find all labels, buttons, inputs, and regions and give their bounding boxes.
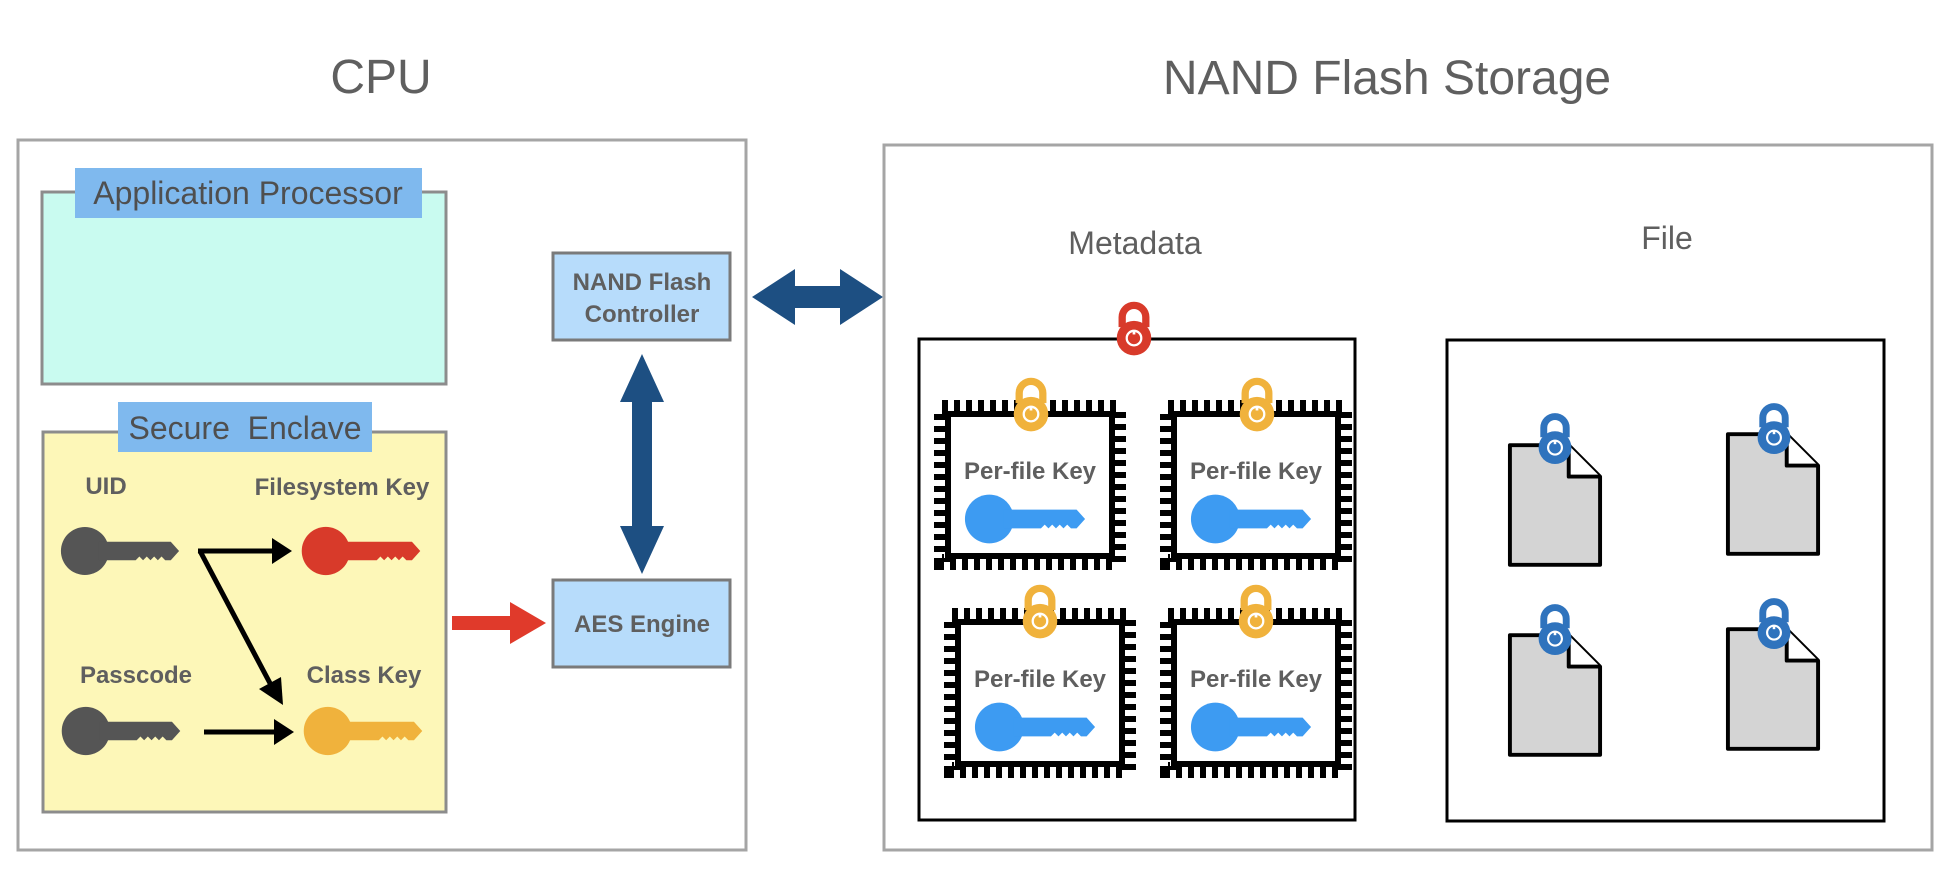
uid-to-filesystem-arrowhead (272, 538, 292, 564)
per-file-key-stamp: Per-file Key (1160, 381, 1352, 570)
aes-engine-label: AES Engine (574, 611, 710, 638)
per-file-key-label: Per-file Key (974, 666, 1107, 693)
controller-aes-arrow (620, 354, 664, 574)
application-processor-label: Application Processor (93, 175, 403, 211)
uid-label: UID (85, 473, 126, 500)
storage-title: NAND Flash Storage (1163, 52, 1611, 105)
per-file-key-stamp: Per-file Key (944, 588, 1136, 778)
passcode-label: Passcode (80, 662, 192, 689)
derivation-arrows (197, 538, 294, 745)
cpu-title: CPU (330, 51, 431, 104)
stamp-frame (944, 608, 1136, 778)
passcode-to-class-arrowhead (274, 719, 294, 745)
nand-flash-controller-label-line1: NAND Flash (573, 269, 712, 296)
nand-flash-controller-box (551, 251, 732, 342)
uid-to-class-arrow (197, 549, 275, 689)
filesystem-key-label: Filesystem Key (255, 474, 430, 501)
per-file-key-label: Per-file Key (1190, 458, 1323, 485)
cpu-storage-arrow (752, 269, 883, 325)
metadata-label: Metadata (1068, 225, 1202, 261)
class-key-label: Class Key (307, 662, 422, 689)
application-processor-label-bg (75, 168, 422, 218)
uid-to-class-arrowhead (259, 677, 283, 705)
application-processor-box (40, 190, 448, 386)
per-file-key-stamp: Per-file Key (1160, 588, 1352, 778)
per-file-key-stamp: Per-file Key (934, 381, 1126, 570)
per-file-key-label: Per-file Key (964, 458, 1097, 485)
per-file-key-label: Per-file Key (1190, 666, 1323, 693)
aes-engine-box (551, 578, 732, 669)
secure-enclave-label: Secure Enclave (128, 410, 361, 446)
enclave-to-aes-arrow (452, 602, 546, 644)
stamp-frame (1160, 608, 1352, 778)
secure-enclave-label-bg (118, 402, 372, 452)
file-label: File (1641, 220, 1693, 256)
nand-flash-controller-label-line2: Controller (585, 301, 700, 328)
